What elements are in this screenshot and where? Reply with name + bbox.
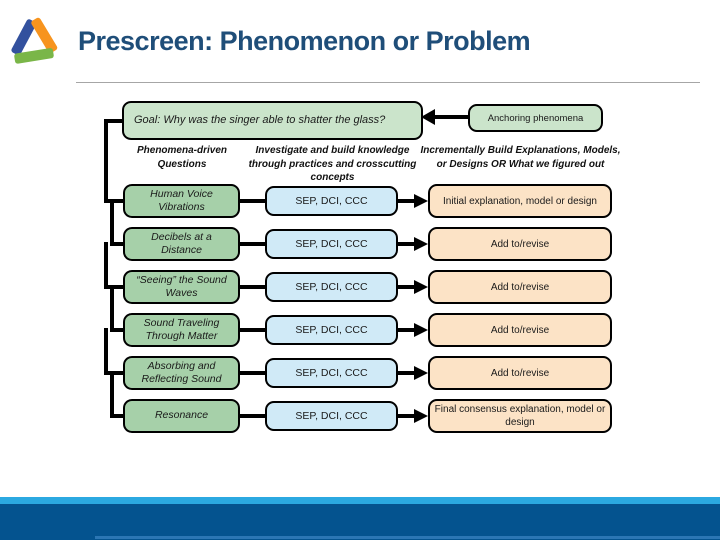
question-box: Decibels at a Distance <box>123 227 240 261</box>
question-box: Absorbing and Reflecting Sound <box>123 356 240 390</box>
flow-arrowhead-icon <box>414 366 428 380</box>
process-box: SEP, DCI, CCC <box>265 358 398 388</box>
outcome-box: Final consensus explanation, model or de… <box>428 399 612 433</box>
row-connector <box>104 328 108 375</box>
question-process-line <box>238 328 266 332</box>
flow-arrow-line <box>396 371 416 375</box>
footer-light-stripe <box>0 497 720 504</box>
outcome-box: Add to/revise <box>428 227 612 261</box>
question-box: Resonance <box>123 399 240 433</box>
anchoring-arrowhead-icon <box>421 109 435 125</box>
question-process-line <box>238 414 266 418</box>
process-box: SEP, DCI, CCC <box>265 229 398 259</box>
question-box: Human Voice Vibrations <box>123 184 240 218</box>
question-box: Sound Traveling Through Matter <box>123 313 240 347</box>
outcome-box: Add to/revise <box>428 313 612 347</box>
row-connector <box>110 285 114 332</box>
three-dimensional-learning-logo-icon <box>6 12 62 68</box>
flow-arrow-line <box>396 414 416 418</box>
row-connector <box>110 199 114 246</box>
column-header-questions: Phenomena-driven Questions <box>136 145 228 170</box>
question-process-line <box>238 242 266 246</box>
anchoring-phenomena-box: Anchoring phenomena <box>468 104 603 132</box>
question-process-line <box>238 285 266 289</box>
title-divider <box>76 82 700 83</box>
question-box: “Seeing” the Sound Waves <box>123 270 240 304</box>
flow-arrowhead-icon <box>414 194 428 208</box>
anchoring-arrow-line <box>434 115 468 119</box>
footer-accent-line <box>95 536 720 539</box>
row-connector <box>110 242 123 246</box>
goal-box: Goal: Why was the singer able to shatter… <box>122 101 423 140</box>
row-connector <box>104 242 108 289</box>
flow-arrow-line <box>396 285 416 289</box>
row-connector <box>110 328 123 332</box>
question-process-line <box>238 199 266 203</box>
flow-arrow-line <box>396 199 416 203</box>
row-connector <box>110 371 114 418</box>
row-connector <box>110 414 123 418</box>
process-box: SEP, DCI, CCC <box>265 272 398 302</box>
slide-title: Prescreen: Phenomenon or Problem <box>78 26 531 56</box>
footer-dark-band <box>0 504 720 540</box>
flow-arrowhead-icon <box>414 237 428 251</box>
column-header-build: Incrementally Build Explanations, Models… <box>420 145 621 170</box>
process-box: SEP, DCI, CCC <box>265 186 398 216</box>
outcome-box: Add to/revise <box>428 270 612 304</box>
flow-arrowhead-icon <box>414 409 428 423</box>
row-connector <box>104 119 108 203</box>
flow-arrow-line <box>396 328 416 332</box>
flow-arrowhead-icon <box>414 323 428 337</box>
flow-arrow-line <box>396 242 416 246</box>
flow-arrowhead-icon <box>414 280 428 294</box>
process-box: SEP, DCI, CCC <box>265 315 398 345</box>
goal-connector <box>104 119 123 123</box>
process-box: SEP, DCI, CCC <box>265 401 398 431</box>
outcome-box: Initial explanation, model or design <box>428 184 612 218</box>
column-header-investigate: Investigate and build knowledge through … <box>248 145 417 183</box>
question-process-line <box>238 371 266 375</box>
outcome-box: Add to/revise <box>428 356 612 390</box>
